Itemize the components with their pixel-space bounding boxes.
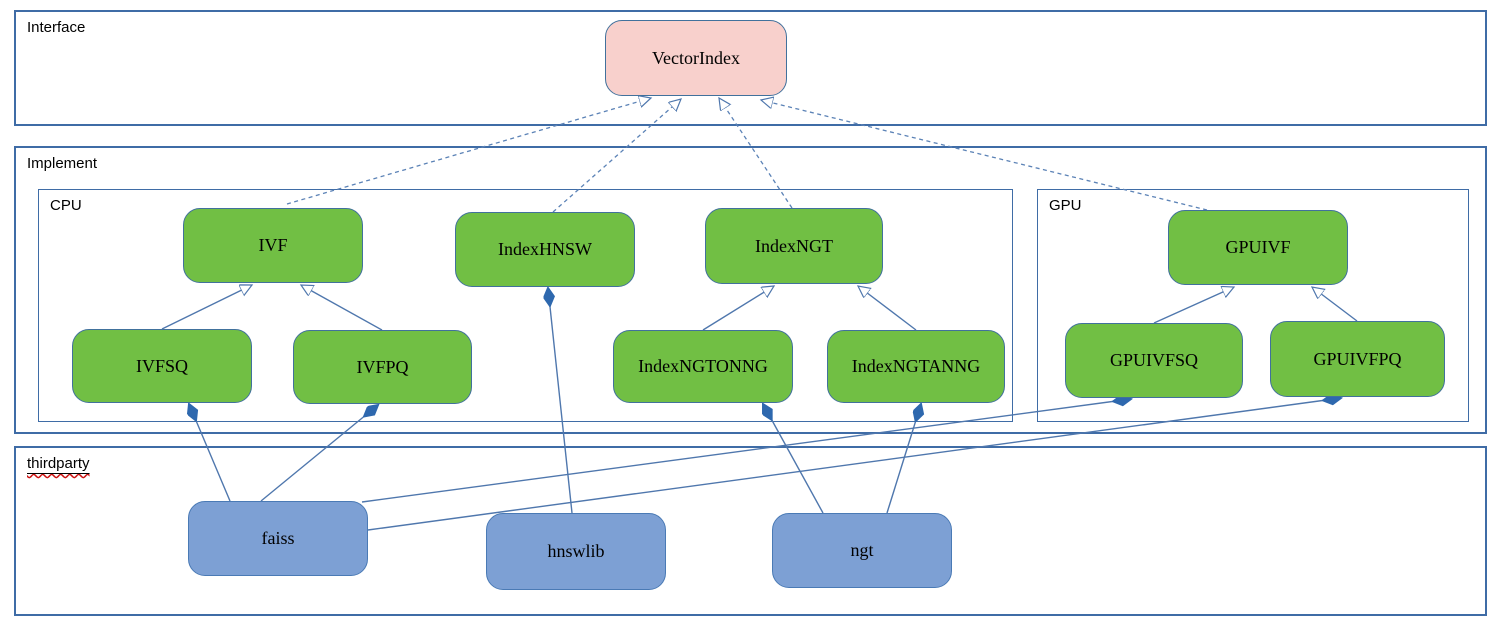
node-GPUIVFPQ[interactable]: GPUIVFPQ	[1270, 321, 1445, 397]
node-IndexNGT[interactable]: IndexNGT	[705, 208, 883, 284]
node-IndexNGTANNG[interactable]: IndexNGTANNG	[827, 330, 1005, 403]
node-IVFSQ[interactable]: IVFSQ	[72, 329, 252, 403]
container-label-gpu: GPU	[1049, 197, 1082, 215]
node-label: faiss	[261, 528, 295, 548]
node-label: ngt	[850, 540, 874, 560]
node-IndexHNSW[interactable]: IndexHNSW	[455, 212, 635, 287]
node-label: IVFSQ	[135, 355, 188, 376]
node-label: hnswlib	[547, 541, 605, 561]
node-IVF[interactable]: IVF	[183, 208, 363, 283]
container-label-implement: Implement	[27, 155, 97, 173]
container-label-text: Implement	[27, 155, 98, 172]
node-label: IndexNGTANNG	[851, 356, 981, 376]
container-label-text: thirdparty	[27, 455, 90, 472]
node-IVFPQ[interactable]: IVFPQ	[293, 330, 472, 404]
node-label: GPUIVFSQ	[1109, 350, 1199, 370]
container-label-thirdparty: thirdparty	[27, 455, 90, 473]
node-VectorIndex[interactable]: VectorIndex	[605, 20, 787, 96]
node-ngt[interactable]: ngt	[772, 513, 952, 588]
container-label-text: Interface	[27, 19, 86, 36]
node-GPUIVFSQ[interactable]: GPUIVFSQ	[1065, 323, 1243, 398]
container-label-text: CPU	[50, 197, 82, 214]
node-label: IVF	[258, 235, 288, 255]
node-label: IndexNGT	[755, 235, 833, 256]
node-label: GPUIVFPQ	[1313, 348, 1402, 369]
node-label: IndexNGTONNG	[638, 356, 768, 376]
container-label-cpu: CPU	[50, 197, 82, 215]
node-label: GPUIVF	[1225, 237, 1291, 257]
node-label: IndexHNSW	[498, 239, 592, 259]
node-label: IVFPQ	[356, 356, 409, 377]
container-label-text: GPU	[1049, 197, 1082, 214]
node-hnswlib[interactable]: hnswlib	[486, 513, 666, 590]
node-GPUIVF[interactable]: GPUIVF	[1168, 210, 1348, 285]
node-IndexNGTONNG[interactable]: IndexNGTONNG	[613, 330, 793, 403]
container-label-interface: Interface	[27, 19, 85, 37]
node-label: VectorIndex	[652, 47, 740, 68]
node-faiss[interactable]: faiss	[188, 501, 368, 576]
